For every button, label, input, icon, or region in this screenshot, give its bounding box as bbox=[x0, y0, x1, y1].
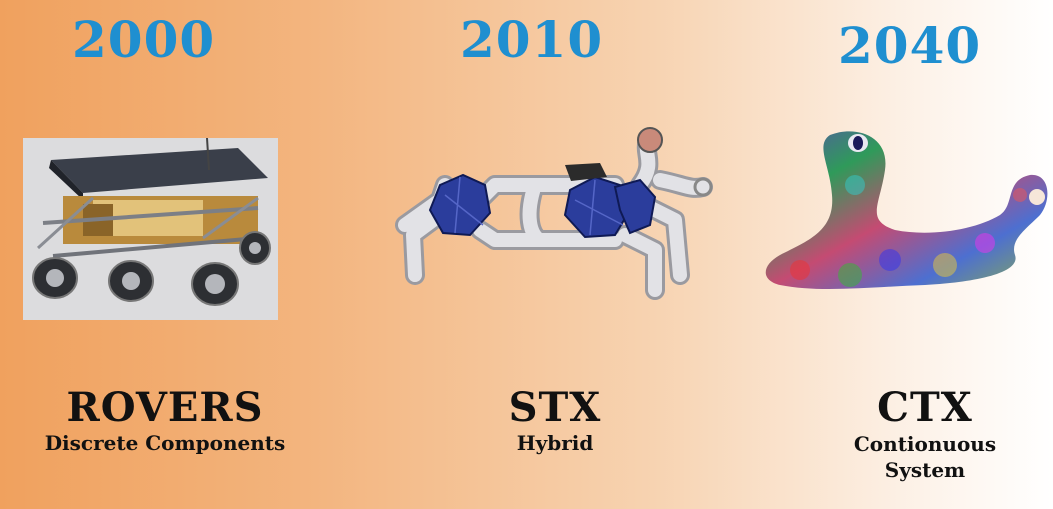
rover-photo bbox=[23, 138, 278, 320]
year-2040: 2040 bbox=[838, 16, 981, 76]
year-2000: 2000 bbox=[72, 10, 215, 70]
stx-title: STX bbox=[440, 385, 670, 431]
stx-caption: STX Hybrid bbox=[440, 385, 670, 455]
ctx-subtitle-line-1: Contionuous bbox=[800, 431, 1050, 457]
rovers-title: ROVERS bbox=[0, 385, 330, 431]
ctx-subtitle-line-2: System bbox=[800, 457, 1050, 483]
ctx-caption: CTX Contionuous System bbox=[800, 385, 1050, 483]
ctx-creature-illustration bbox=[760, 125, 1053, 325]
stx-subtitle: Hybrid bbox=[440, 431, 670, 455]
rovers-caption: ROVERS Discrete Components bbox=[0, 385, 330, 455]
rovers-subtitle: Discrete Components bbox=[0, 431, 330, 455]
year-2010: 2010 bbox=[460, 10, 603, 70]
stx-robot-illustration bbox=[385, 125, 725, 305]
ctx-title: CTX bbox=[800, 385, 1050, 431]
